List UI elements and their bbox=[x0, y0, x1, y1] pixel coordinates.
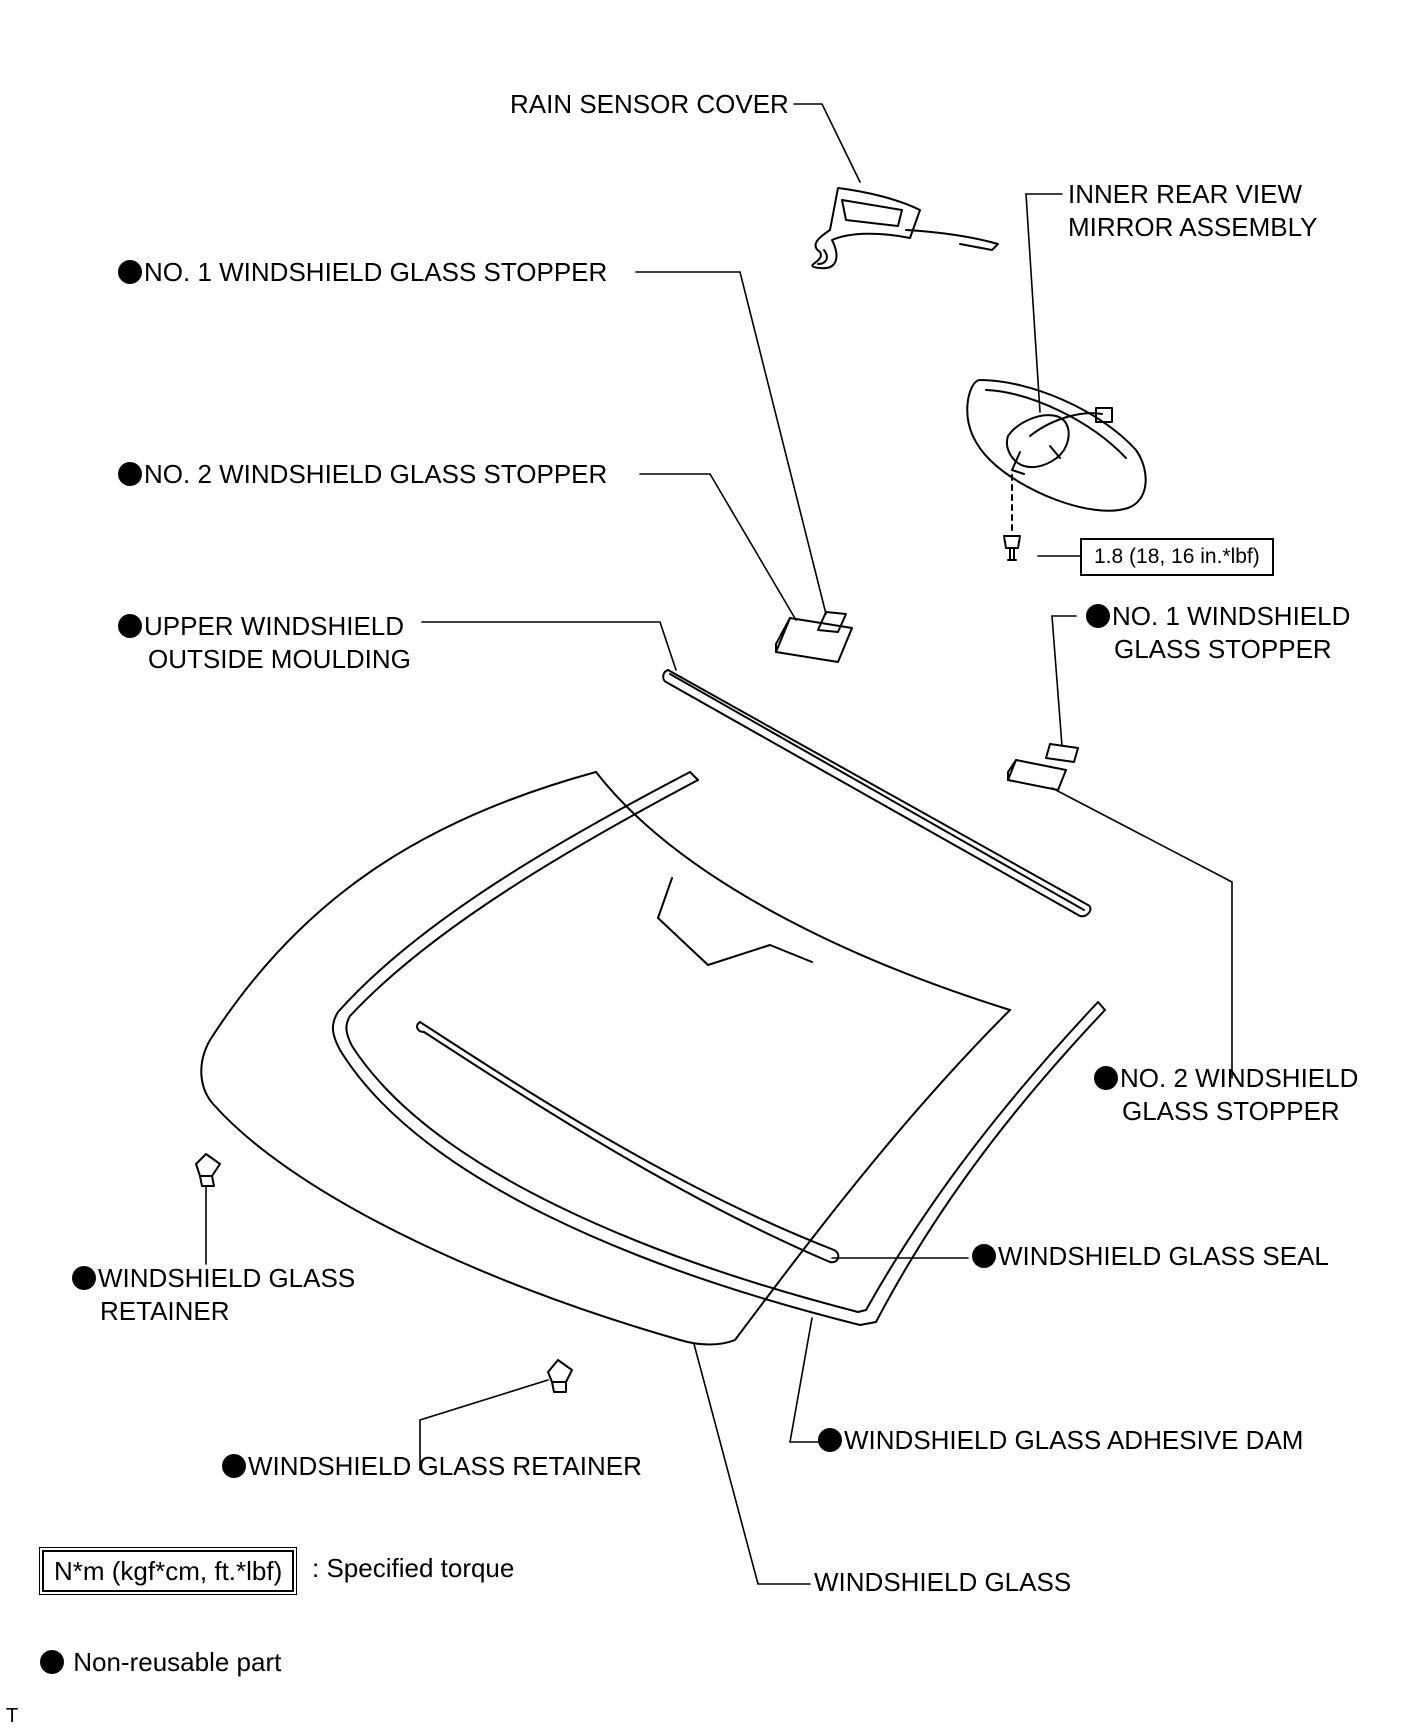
nonreusable-dot-icon bbox=[118, 260, 142, 284]
upper-moulding bbox=[662, 669, 1092, 918]
label-upper-outside-moulding: UPPER WINDSHIELD OUTSIDE MOULDING bbox=[118, 610, 411, 676]
inner-mirror bbox=[966, 379, 1147, 512]
label-no2-stopper-right: NO. 2 WINDSHIELD GLASS STOPPER bbox=[1094, 1062, 1358, 1128]
label-line: MIRROR ASSEMBLY bbox=[1068, 212, 1318, 242]
label-inner-rear-view-mirror: INNER REAR VIEW MIRROR ASSEMBLY bbox=[1068, 178, 1317, 244]
stopper-parts-left bbox=[775, 611, 853, 663]
label-text: WINDSHIELD GLASS ADHESIVE DAM bbox=[844, 1425, 1304, 1455]
label-windshield-glass: WINDSHIELD GLASS bbox=[814, 1567, 1072, 1597]
legend-nonreusable: Non-reusable part bbox=[40, 1646, 281, 1679]
label-text: NO. 2 WINDSHIELD GLASS STOPPER bbox=[144, 459, 608, 489]
retainer-clip-left bbox=[195, 1153, 221, 1187]
label-line: INNER REAR VIEW bbox=[1068, 179, 1303, 209]
label-text: NO. 1 WINDSHIELD bbox=[1112, 601, 1351, 631]
label-line: RETAINER bbox=[100, 1296, 230, 1326]
nonreusable-dot-icon bbox=[72, 1266, 96, 1290]
stopper-parts-right bbox=[1007, 743, 1079, 791]
label-rain-sensor-cover: RAIN SENSOR COVER bbox=[510, 89, 789, 119]
label-retainer-bottom: WINDSHIELD GLASS RETAINER bbox=[222, 1450, 642, 1483]
torque-spec-mirror-bolt: 1.8 (18, 16 in.*lbf) bbox=[1080, 538, 1274, 576]
adhesive-dam bbox=[332, 771, 1106, 1326]
label-text: WINDSHIELD GLASS SEAL bbox=[998, 1241, 1329, 1271]
label-line: GLASS STOPPER bbox=[1122, 1096, 1340, 1126]
nonreusable-dot-icon bbox=[818, 1428, 842, 1452]
legend-torque-box: N*m (kgf*cm, ft.*lbf) bbox=[38, 1547, 298, 1595]
corner-mark: T bbox=[6, 1705, 19, 1727]
legend-torque-text: : Specified torque bbox=[312, 1553, 515, 1583]
label-text: UPPER WINDSHIELD bbox=[144, 611, 405, 641]
label-line: OUTSIDE MOULDING bbox=[148, 644, 411, 674]
legend-nonreusable-text: Non-reusable part bbox=[73, 1647, 282, 1677]
label-text: NO. 1 WINDSHIELD GLASS STOPPER bbox=[144, 257, 608, 287]
label-no1-stopper-left: NO. 1 WINDSHIELD GLASS STOPPER bbox=[118, 256, 607, 289]
label-adhesive-dam: WINDSHIELD GLASS ADHESIVE DAM bbox=[818, 1424, 1303, 1457]
label-no2-stopper-left: NO. 2 WINDSHIELD GLASS STOPPER bbox=[118, 458, 607, 491]
nonreusable-dot-icon bbox=[118, 462, 142, 486]
label-glass-seal: WINDSHIELD GLASS SEAL bbox=[972, 1240, 1329, 1273]
nonreusable-dot-icon bbox=[972, 1244, 996, 1268]
label-text: WINDSHIELD GLASS bbox=[98, 1263, 356, 1293]
nonreusable-dot-icon bbox=[1094, 1066, 1118, 1090]
nonreusable-dot-icon bbox=[1086, 604, 1110, 628]
leader-lines bbox=[205, 103, 1233, 1585]
retainer-clip-bottom bbox=[547, 1359, 573, 1393]
label-retainer-left: WINDSHIELD GLASS RETAINER bbox=[72, 1262, 355, 1328]
nonreusable-dot-icon bbox=[40, 1650, 64, 1674]
label-text: NO. 2 WINDSHIELD bbox=[1120, 1063, 1359, 1093]
mirror-bolt bbox=[1003, 474, 1021, 561]
rain-sensor-cover bbox=[811, 187, 999, 270]
label-text: WINDSHIELD GLASS RETAINER bbox=[248, 1451, 642, 1481]
nonreusable-dot-icon bbox=[118, 614, 142, 638]
label-no1-stopper-right: NO. 1 WINDSHIELD GLASS STOPPER bbox=[1086, 600, 1350, 666]
glass-seal bbox=[416, 1021, 840, 1264]
label-line: GLASS STOPPER bbox=[1114, 634, 1332, 664]
nonreusable-dot-icon bbox=[222, 1454, 246, 1478]
